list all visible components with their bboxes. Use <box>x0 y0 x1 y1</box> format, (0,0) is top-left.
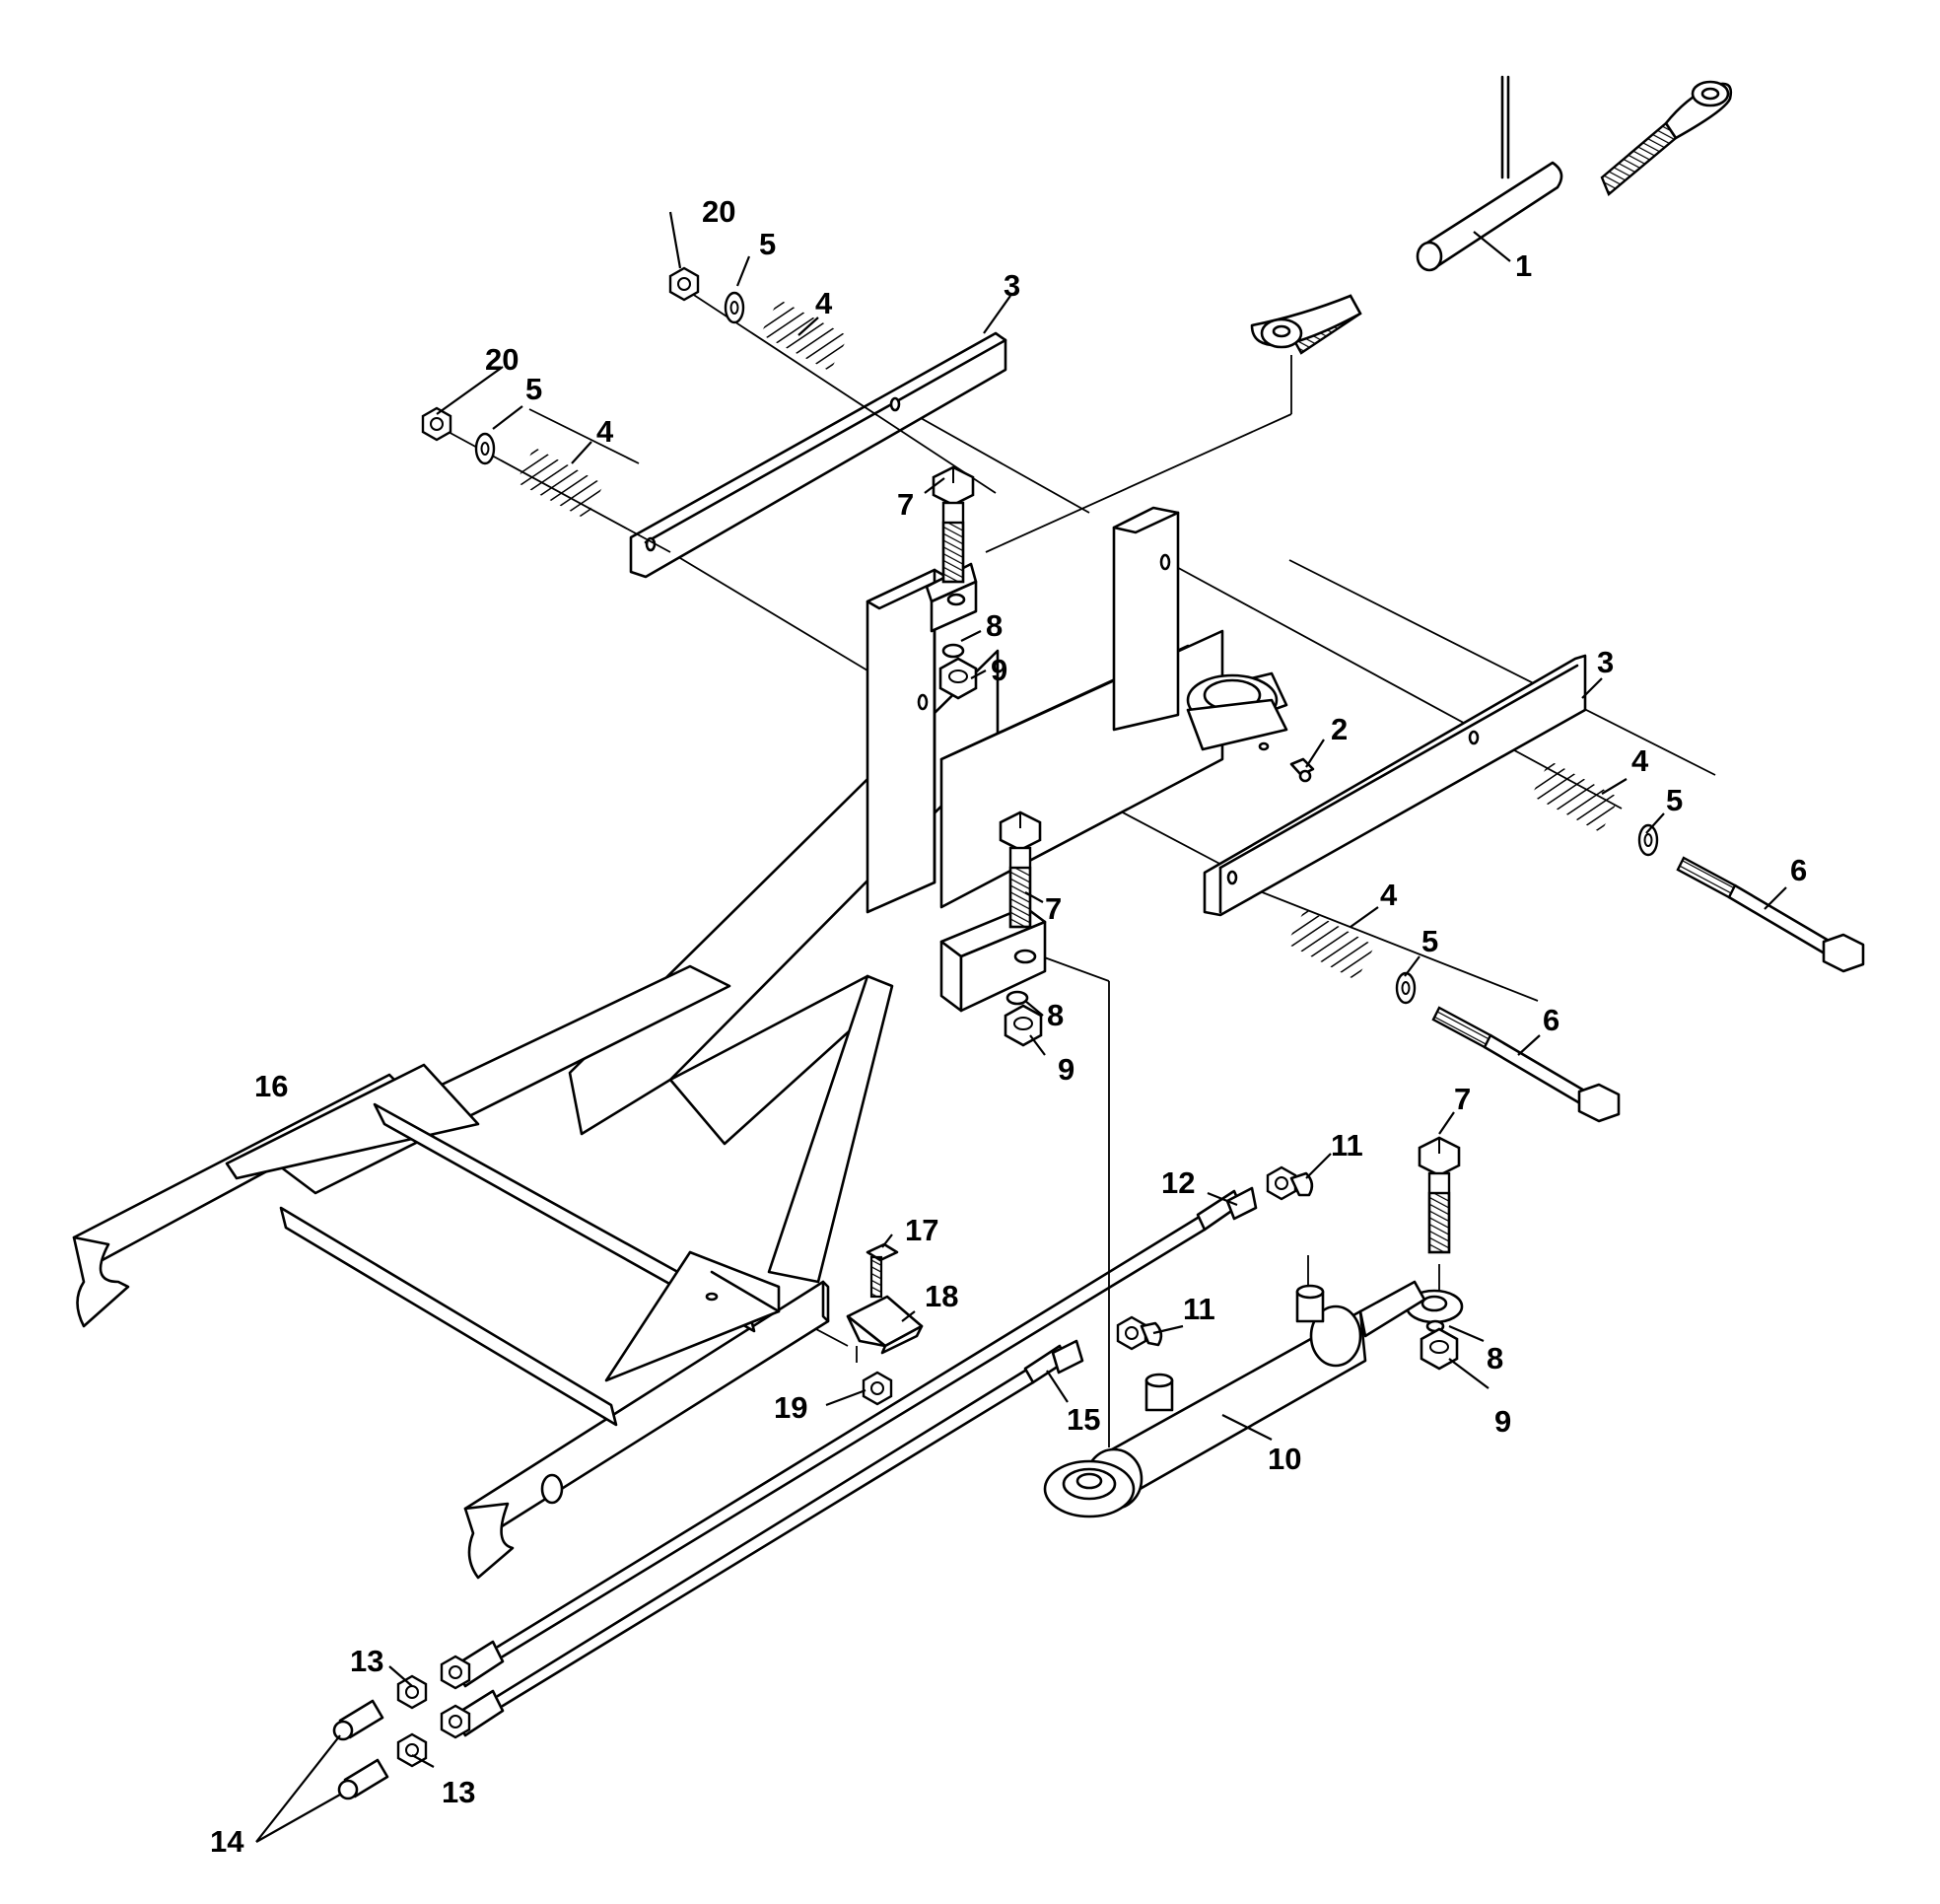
callout-9-lower: 9 <box>1058 1052 1074 1087</box>
top-link-turnbuckle <box>1250 75 1733 355</box>
callout-12: 12 <box>1161 1165 1195 1200</box>
callout-5-upper: 5 <box>759 227 776 261</box>
callout-6-upper: 6 <box>1790 853 1807 887</box>
angle-rail-lower <box>1203 654 1587 917</box>
callout-4-right-lower: 4 <box>1380 878 1398 912</box>
hydraulic-cylinder <box>1043 1280 1426 1518</box>
callout-7-upper: 7 <box>897 487 914 522</box>
callout-8-lower: 8 <box>1047 998 1064 1032</box>
spring-assembly-middle <box>421 406 671 553</box>
callout-5-right-lower: 5 <box>1421 924 1438 958</box>
callout-17: 17 <box>905 1213 938 1247</box>
callout-11-upper: 11 <box>1331 1128 1363 1163</box>
callout-3-lower: 3 <box>1597 645 1614 679</box>
callout-5-middle: 5 <box>525 372 542 406</box>
hose-clamp-assembly <box>846 1242 924 1406</box>
callout-18: 18 <box>925 1279 958 1313</box>
callout-4-right-upper: 4 <box>1631 743 1649 778</box>
callout-4-middle: 4 <box>596 414 614 449</box>
callout-14: 14 <box>210 1824 244 1859</box>
clevis-bolt-upper <box>932 465 978 700</box>
cylinder-bolt <box>1405 1136 1464 1371</box>
callout-8-cylinder: 8 <box>1487 1341 1503 1375</box>
callout-4-upper: 4 <box>815 286 833 320</box>
callout-1: 1 <box>1515 248 1532 283</box>
callout-leaders <box>255 211 1787 1843</box>
callout-3-upper: 3 <box>1004 268 1020 303</box>
main-frame-weldment <box>72 506 1288 1580</box>
spring-assembly-right-upper <box>1531 760 1865 973</box>
hydraulic-hose-upper <box>496 1165 1314 1658</box>
callout-20-middle: 20 <box>485 342 519 377</box>
hydraulic-hose-lower <box>496 1315 1163 1708</box>
callout-8-upper: 8 <box>986 608 1003 643</box>
clevis-bolt-lower <box>999 811 1043 1047</box>
callout-11-lower: 11 <box>1183 1292 1215 1326</box>
callout-13-upper: 13 <box>350 1644 383 1678</box>
callout-labels: 1 2 3 3 4 4 4 4 5 5 5 5 6 6 7 7 7 8 8 8 … <box>210 194 1807 1859</box>
grease-fitting <box>1289 757 1315 783</box>
spring-assembly-right-lower <box>1286 908 1621 1123</box>
callout-2: 2 <box>1331 712 1348 746</box>
callout-7-lower: 7 <box>1045 891 1062 926</box>
callout-19: 19 <box>774 1390 807 1425</box>
callout-13-lower: 13 <box>442 1775 475 1809</box>
callout-15: 15 <box>1067 1402 1100 1437</box>
callout-5-right-upper: 5 <box>1666 783 1683 817</box>
callout-9-upper: 9 <box>991 653 1007 687</box>
callout-9-cylinder: 9 <box>1494 1404 1511 1439</box>
hose-end-fittings <box>332 1640 505 1800</box>
callout-16: 16 <box>254 1069 288 1103</box>
angle-rail-upper <box>629 331 1007 579</box>
callout-10: 10 <box>1268 1442 1301 1476</box>
callout-6-lower: 6 <box>1543 1003 1559 1037</box>
callout-7-cylinder: 7 <box>1454 1082 1471 1116</box>
spring-assembly-upper <box>668 266 997 494</box>
callout-20-upper: 20 <box>702 194 735 229</box>
